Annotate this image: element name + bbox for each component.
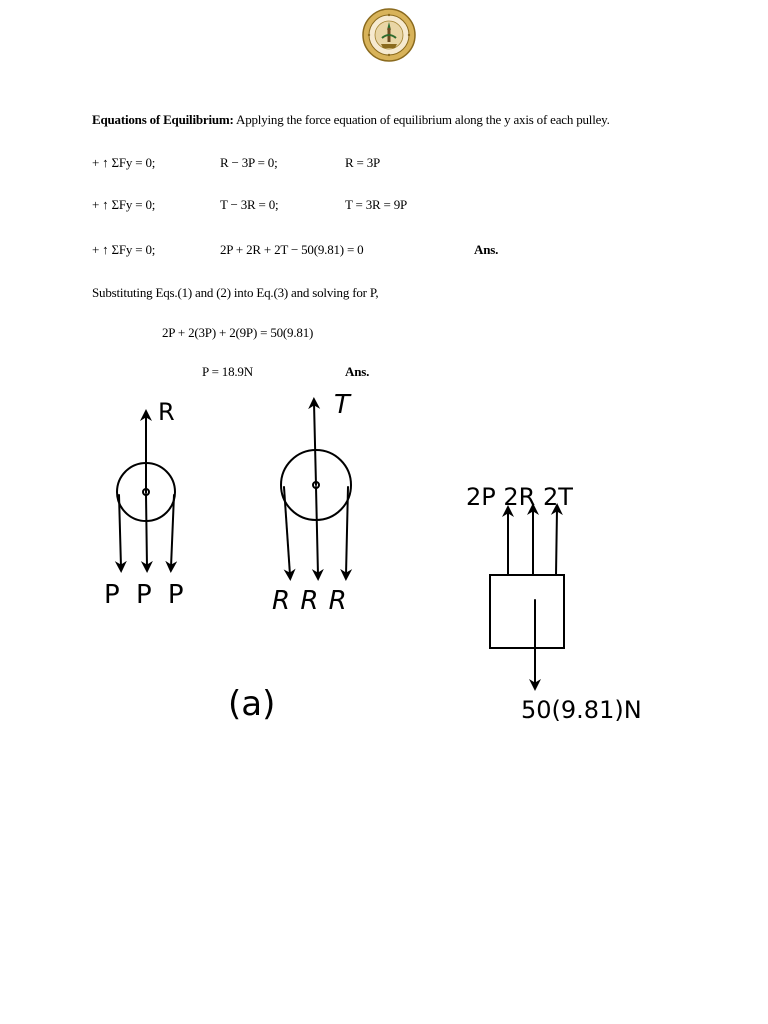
substitution-text: Substituting Eqs.(1) and (2) into Eq.(3)… [92,285,379,300]
pulley-1-diagram [114,409,178,573]
equation-sum: + ↑ ΣFy = 0; [92,155,156,170]
pulley-1-bottom-labels: P P P [104,580,188,610]
equation-body: T − 3R = 0; [220,197,279,212]
equation-body: 2P + 2R + 2T − 50(9.81) = 0 [220,242,364,257]
block-diagram [489,503,565,691]
free-body-diagrams: R P P P T R R R 2P 2R 2T 50(9.81)N (a) [104,390,642,724]
equation-sum: + ↑ ΣFy = 0; [92,197,156,212]
pulley-1-top-label: R [158,398,175,426]
final-answer-marker: Ans. [345,364,370,379]
equation-row-2: + ↑ ΣFy = 0; T − 3R = 0; T = 3R = 9P [92,197,692,215]
block-top-labels: 2P 2R 2T [466,483,573,511]
heading-bold: Equations of Equilibrium: [92,112,234,127]
heading-text: Applying the force equation of equilibri… [233,112,610,127]
equation-row-3: + ↑ ΣFy = 0; 2P + 2R + 2T − 50(9.81) = 0… [92,242,692,260]
pulley-2-top-label: T [334,390,352,420]
university-seal-logo [362,8,416,62]
pulley-2-diagram [280,397,353,581]
diagram-caption: (a) [228,684,275,724]
substitution-equation: 2P + 2(3P) + 2(9P) = 50(9.81) [162,325,314,340]
equation-result: R = 3P [345,155,381,170]
section-heading: Equations of Equilibrium: Applying the f… [92,112,610,128]
block-bottom-label: 50(9.81)N [521,696,642,724]
final-result: P = 18.9N [202,364,253,379]
equation-sum: + ↑ ΣFy = 0; [92,242,156,257]
equation-result: T = 3R = 9P [345,197,408,212]
equation-body: R − 3P = 0; [220,155,278,170]
pulley-2-bottom-labels: R R R [272,586,348,616]
equation-row-1: + ↑ ΣFy = 0; R − 3P = 0; R = 3P [92,155,692,173]
answer-marker: Ans. [474,242,499,257]
